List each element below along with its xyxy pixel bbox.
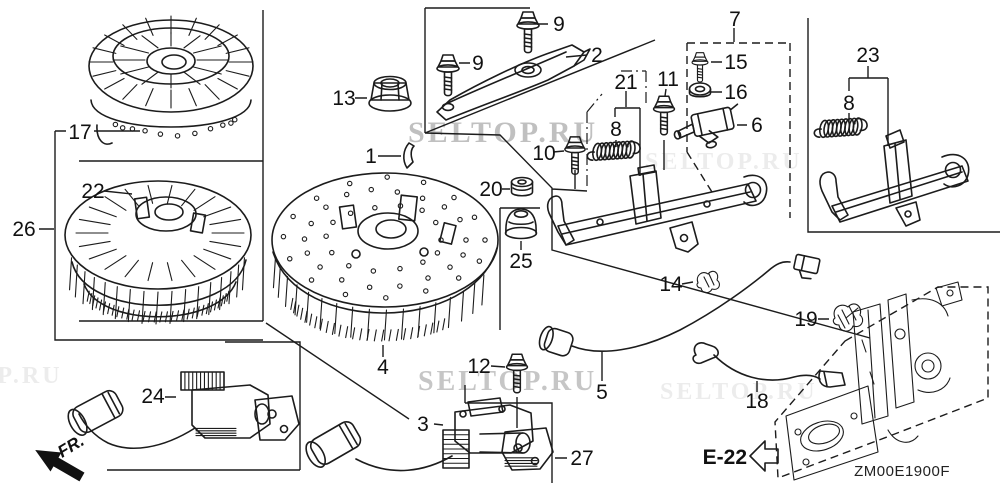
flywheel4-fins xyxy=(272,257,485,341)
flange-bolt-part10 xyxy=(564,136,586,176)
control-unit-part6 xyxy=(673,103,739,149)
leader-lines xyxy=(39,23,850,459)
flywheel22-slots xyxy=(75,184,245,282)
callout-part-16[interactable]: 16 xyxy=(724,81,747,104)
callout-part-1[interactable]: 1 xyxy=(365,145,377,168)
callout-part-4[interactable]: 4 xyxy=(377,356,389,379)
watermark-text: SELTOP.RU xyxy=(408,116,598,149)
dashed-panel-e22 xyxy=(774,286,989,479)
fan-skirt-holes xyxy=(112,116,238,139)
governor-spring-part8 xyxy=(812,115,869,140)
fan-fins xyxy=(88,15,254,109)
grommet-part20 xyxy=(510,176,534,197)
callout-part-18[interactable]: 18 xyxy=(745,390,768,413)
wire-clip-part14 xyxy=(696,270,721,294)
callout-part-27[interactable]: 27 xyxy=(570,447,593,470)
callout-part-23[interactable]: 23 xyxy=(856,44,879,67)
flywheel22-fins xyxy=(68,257,246,325)
callout-part-9[interactable]: 9 xyxy=(553,13,565,36)
section-boundaries xyxy=(54,7,1000,483)
part-callouts: 1234567889910111213141516171819202122232… xyxy=(12,8,879,470)
callout-part-3[interactable]: 3 xyxy=(417,413,429,436)
callout-part-13[interactable]: 13 xyxy=(332,87,355,110)
callout-part-22[interactable]: 22 xyxy=(81,180,104,203)
wire-clip-part19 xyxy=(832,303,864,332)
callout-part-25[interactable]: 25 xyxy=(509,250,532,273)
callout-part-8[interactable]: 8 xyxy=(843,92,855,115)
callout-part-15[interactable]: 15 xyxy=(724,51,747,74)
woodruff-key-part1 xyxy=(403,142,415,169)
air-guide-plate-part2 xyxy=(436,44,591,121)
callout-part-21[interactable]: 21 xyxy=(614,71,637,94)
callout-part-9[interactable]: 9 xyxy=(472,52,484,75)
watermark-layer: SELTOP.RU SELTOP.RU SELTOP.RU SELTOP.RU … xyxy=(0,116,818,405)
callout-part-10[interactable]: 10 xyxy=(532,142,555,165)
e22-reference-label[interactable]: E-22 xyxy=(703,446,747,469)
cooling-fan-part17 xyxy=(88,15,254,145)
callout-part-26[interactable]: 26 xyxy=(12,218,35,241)
bracket-part23-group xyxy=(819,129,970,227)
flange-bolt-part9 xyxy=(516,11,540,54)
flange-nut-part13 xyxy=(368,75,412,112)
watermark-fragment: SELTOP.RU xyxy=(660,379,818,405)
callout-part-8[interactable]: 8 xyxy=(610,118,622,141)
callout-part-20[interactable]: 20 xyxy=(479,178,502,201)
washer-nut-part16 xyxy=(688,82,712,98)
crankcase-panel-reference-art xyxy=(785,281,963,481)
dashed-group-box-7 xyxy=(686,42,791,218)
callout-part-24[interactable]: 24 xyxy=(141,385,165,408)
front-direction-arrow: FR. xyxy=(35,431,88,482)
stop-switch-wire-part5 xyxy=(538,253,821,357)
callout-part-5[interactable]: 5 xyxy=(596,381,608,404)
ignition-coil-part27 xyxy=(301,397,554,472)
e22-reference-arrow xyxy=(749,440,779,472)
callout-part-2[interactable]: 2 xyxy=(591,44,603,67)
callout-part-7[interactable]: 7 xyxy=(729,8,741,31)
watermark-fragment: SELTOP.RU xyxy=(645,149,803,175)
watermark-text: SELTOP.RU xyxy=(418,366,597,397)
base-comp-bracket xyxy=(546,164,768,253)
flywheel22-ring-gear xyxy=(86,290,230,323)
callout-part-6[interactable]: 6 xyxy=(751,114,763,137)
flywheel-part22-group26 xyxy=(64,180,252,325)
flange-bolt-part9 xyxy=(436,54,460,97)
flywheel4-ring-gear xyxy=(290,297,446,342)
callout-part-14[interactable]: 14 xyxy=(659,273,683,296)
grommet-part25 xyxy=(504,208,538,240)
callout-part-11[interactable]: 11 xyxy=(657,68,679,91)
main-flywheel-part4 xyxy=(271,172,499,342)
bolt-part15 xyxy=(691,52,709,83)
drawing-code: ZM00E1900F xyxy=(854,463,950,480)
callout-part-19[interactable]: 19 xyxy=(794,308,817,331)
flywheel4-holes xyxy=(280,174,488,301)
ground-wire-part18 xyxy=(692,342,846,388)
watermark-fragment: SELTOP.RU xyxy=(0,363,63,389)
flange-bolt-part11 xyxy=(652,95,676,136)
ignition-coil-part24 xyxy=(63,371,300,449)
callout-part-12[interactable]: 12 xyxy=(467,355,490,378)
callout-part-17[interactable]: 17 xyxy=(68,121,91,144)
